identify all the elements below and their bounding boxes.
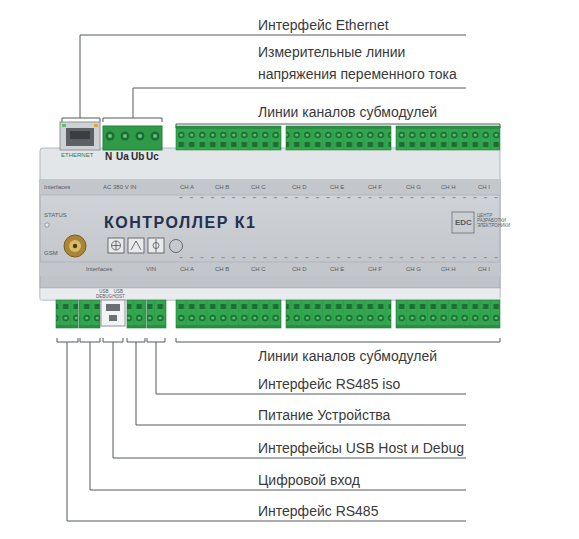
callout-label: Измерительные линии напряжения переменно… [258,41,470,85]
terminal-label: Uc [146,151,159,163]
callout-label: Интерфейс RS485 iso [258,373,400,395]
logo-text: EDC [455,218,472,228]
channel-label: CH H [441,184,456,191]
channel-label: CH D [292,184,307,191]
channel-label: CH B [215,266,229,273]
channel-label: CH E [330,184,344,191]
port-label: ETHERNET [61,152,93,159]
port-label: USB HOST [111,289,126,299]
antenna-label: GSM [44,250,58,257]
channel-label: CH G [406,266,421,273]
device-title: КОНТРОЛЛЕР К1 [104,213,256,232]
channel-label: CH C [251,266,266,273]
channel-label: CH B [215,184,229,191]
channel-label: CH A [180,266,194,273]
indicator-label: STATUS [44,212,67,219]
channel-label: CH F [368,184,382,191]
channel-label: CH I [478,266,490,273]
port-label: USB DEBUG [96,289,112,299]
callout-label: Питание Устройства [258,404,390,426]
terminal-label: Ub [131,151,144,163]
channel-label: CH H [441,266,456,273]
company-name: ЦЕНТР РАЗРАБОТКИ ЭЛЕКТРОНИКИ [477,213,499,229]
channel-label: CH G [406,184,421,191]
channel-label: CH C [251,184,266,191]
callout-label: Интерфейс RS485 [258,500,378,522]
callout-label: Интерфейсы USB Host и Debug [258,437,464,459]
channel-label: CH I [478,184,490,191]
callout-label: Линии каналов субмодулей [258,101,437,123]
callout-label: Цифровой вход [258,469,360,491]
channel-label: CH F [368,266,382,273]
channel-label: CH D [292,266,307,273]
panel-label: Interfaces [44,184,70,191]
panel-label: VIN [146,266,156,273]
channel-label: CH A [180,184,194,191]
panel-label: Interfaces [86,266,112,273]
channel-label: CH E [330,266,344,273]
terminal-label: Ua [116,151,129,163]
terminal-label: N [105,151,112,163]
panel-label: AC 380 V IN [103,184,136,191]
callout-label: Линии каналов субмодулей [258,345,437,367]
callout-label: Интерфейс Ethernet [258,14,389,36]
